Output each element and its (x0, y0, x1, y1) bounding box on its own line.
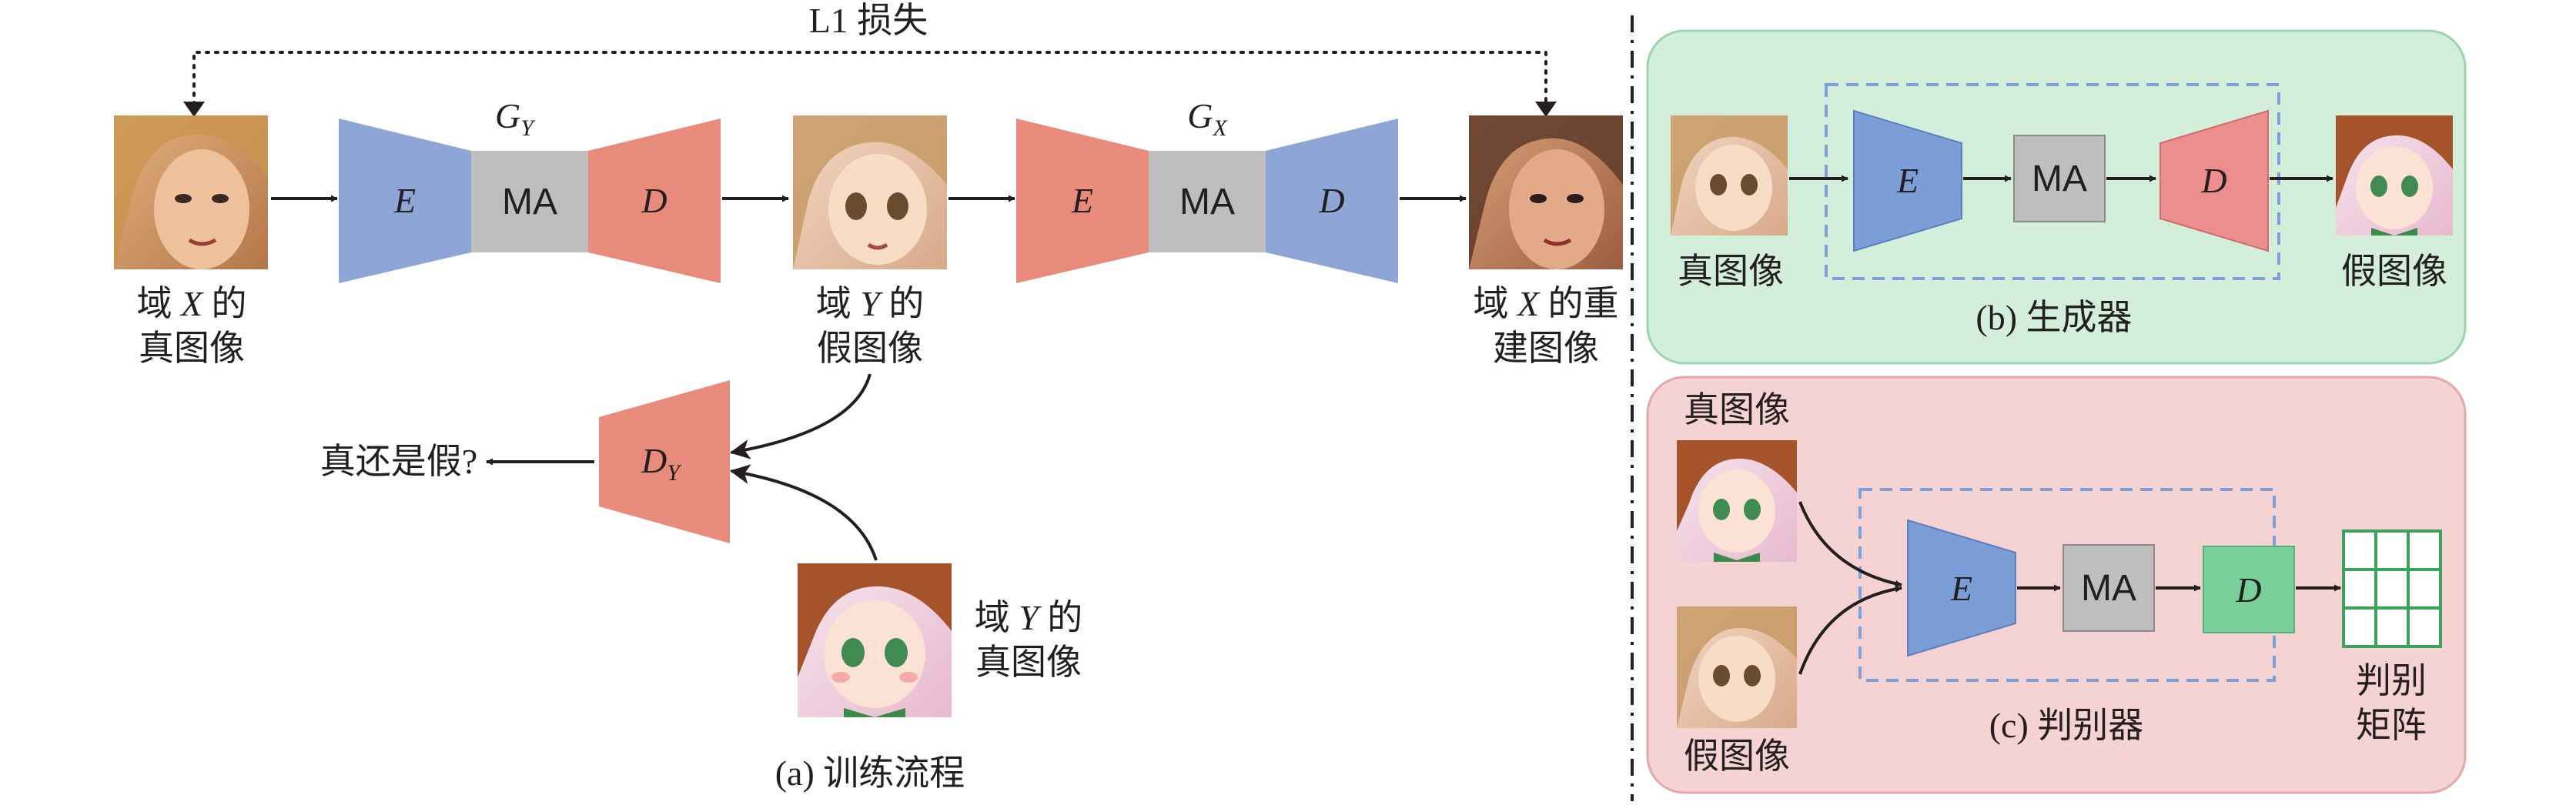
l1-loss-arrow (192, 51, 1547, 115)
gen-input-image (1671, 115, 1788, 235)
discriminator-caption: (c) 判别器 (1989, 706, 2144, 745)
gx-decoder (1266, 119, 1398, 283)
real-x-caption-line2: 真图像 (139, 329, 245, 368)
gy-encoder (339, 119, 471, 283)
disc-real-input-label: 真图像 (1684, 390, 1790, 429)
disc-fake-arrow (1798, 585, 1902, 675)
fake-y-image (793, 115, 947, 269)
disc-ma-label: MA (2081, 568, 2136, 609)
gx-encoder-label: E (1071, 181, 1093, 220)
training-panel: L1 损失 域 X 的 真图像 GY E MA D (114, 1, 1623, 793)
real-x-caption-line1: 域 X 的 (136, 284, 246, 323)
gen-decoder (2159, 109, 2269, 252)
real-to-dy-arrow (729, 464, 878, 561)
real-y-caption-line2: 真图像 (975, 643, 1082, 682)
recon-x-caption-line2: 建图像 (1493, 329, 1599, 368)
disc-fake-input-label: 假图像 (1684, 737, 1790, 776)
disc-decoder (2203, 546, 2295, 633)
l1-arrowhead-right (1535, 102, 1557, 117)
disc-output-line2: 矩阵 (2356, 706, 2427, 745)
gy-decoder-label: D (641, 181, 667, 220)
real-or-fake-label: 真还是假? (320, 442, 477, 481)
discrimination-matrix-icon (2342, 529, 2442, 648)
recon-x-image (1469, 115, 1623, 269)
recon-x-caption-line1: 域 X 的重 (1473, 284, 1618, 323)
gen-ma (2013, 135, 2106, 222)
gy-ma (471, 151, 588, 252)
gen-decoder-label: D (2200, 161, 2226, 200)
gx-ma (1149, 151, 1266, 252)
real-y-caption-line1: 域 Y 的 (975, 598, 1083, 637)
dy-discriminator (599, 380, 730, 543)
real-y-image (798, 563, 952, 717)
fake-y-caption-line2: 假图像 (817, 329, 923, 368)
dy-label: DY (641, 441, 682, 486)
generator-dashed-box (1825, 83, 2280, 280)
gen-encoder (1853, 109, 1962, 252)
generator-caption: (b) 生成器 (1975, 298, 2132, 337)
l1-loss-label: L1 损失 (809, 1, 928, 40)
disc-real-arrow (1798, 501, 1902, 587)
fake-to-dy-arrow (729, 373, 871, 459)
disc-fake-input-image (1677, 606, 1797, 728)
gy-ma-label: MA (502, 182, 557, 222)
gen-output-image (2336, 115, 2453, 235)
gx-decoder-label: D (1318, 181, 1344, 220)
real-x-image (114, 115, 268, 269)
disc-ma (2062, 544, 2155, 632)
discriminator-panel: 真图像 假图像 E MA D (1646, 376, 2467, 794)
training-caption: (a) 训练流程 (775, 753, 965, 793)
gen-output-label: 假图像 (2341, 252, 2447, 291)
gx-encoder (1016, 119, 1149, 283)
disc-encoder (1907, 519, 2016, 657)
gy-decoder (588, 119, 721, 283)
disc-decoder-label: D (2235, 570, 2261, 610)
gy-encoder-label: E (393, 181, 416, 220)
disc-output-line1: 判别 (2356, 661, 2427, 700)
generator-panel: 真图像 E MA D 假图像 (b) 生成器 (1646, 29, 2467, 365)
disc-encoder-label: E (1950, 569, 1972, 608)
disc-real-input-image (1677, 440, 1797, 562)
gen-input-label: 真图像 (1678, 252, 1784, 291)
gx-ma-label: MA (1179, 182, 1235, 222)
gx-label: GX (1187, 96, 1228, 141)
gen-ma-label: MA (2032, 159, 2087, 199)
fake-y-caption-line1: 域 Y 的 (816, 284, 925, 323)
l1-arrowhead-left (183, 102, 205, 117)
gy-label: GY (495, 96, 536, 141)
gen-encoder-label: E (1896, 161, 1919, 200)
